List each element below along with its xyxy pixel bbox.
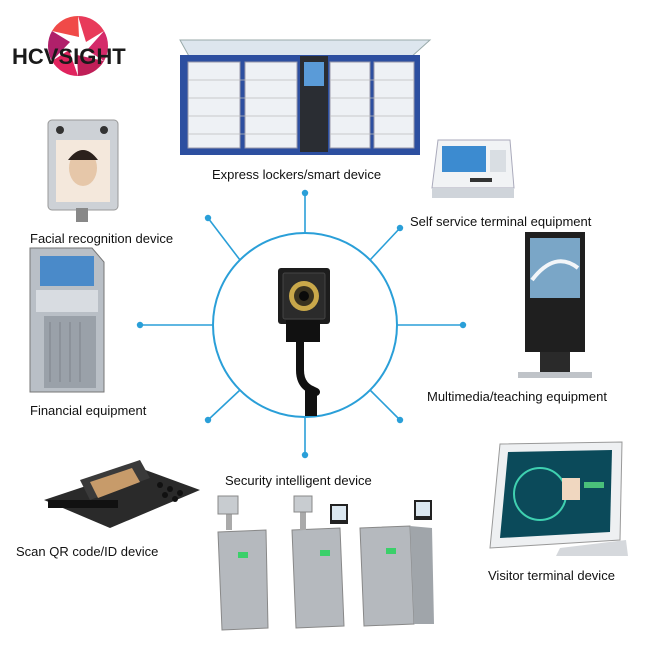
scan-qr-device-icon <box>44 460 200 528</box>
label-visitor-terminal: Visitor terminal device <box>488 568 615 583</box>
label-financial: Financial equipment <box>30 403 147 418</box>
label-facial-recognition: Facial recognition device <box>30 231 174 246</box>
spokes <box>140 193 463 455</box>
express-lockers-icon <box>179 39 432 155</box>
label-security: Security intelligent device <box>225 473 372 488</box>
facial-recognition-icon <box>47 119 119 222</box>
label-multimedia: Multimedia/teaching equipment <box>427 389 607 404</box>
camera-module-icon <box>278 268 330 416</box>
atm-icon <box>29 247 105 393</box>
label-express-lockers: Express lockers/smart device <box>212 167 382 182</box>
spoke-dots <box>136 189 467 459</box>
self-service-terminal-icon <box>431 139 515 198</box>
brand-logo: HCVSIGHT <box>8 8 148 88</box>
visitor-terminal-icon <box>489 441 628 556</box>
brand-name: HCVSIGHT <box>12 44 126 69</box>
security-gates-icon <box>217 495 434 631</box>
logo-aperture-icon <box>47 15 109 77</box>
label-scan-qr: Scan QR code/ID device <box>16 544 159 559</box>
label-self-service: Self service terminal equipment <box>410 214 592 229</box>
multimedia-kiosk-icon <box>518 232 592 378</box>
